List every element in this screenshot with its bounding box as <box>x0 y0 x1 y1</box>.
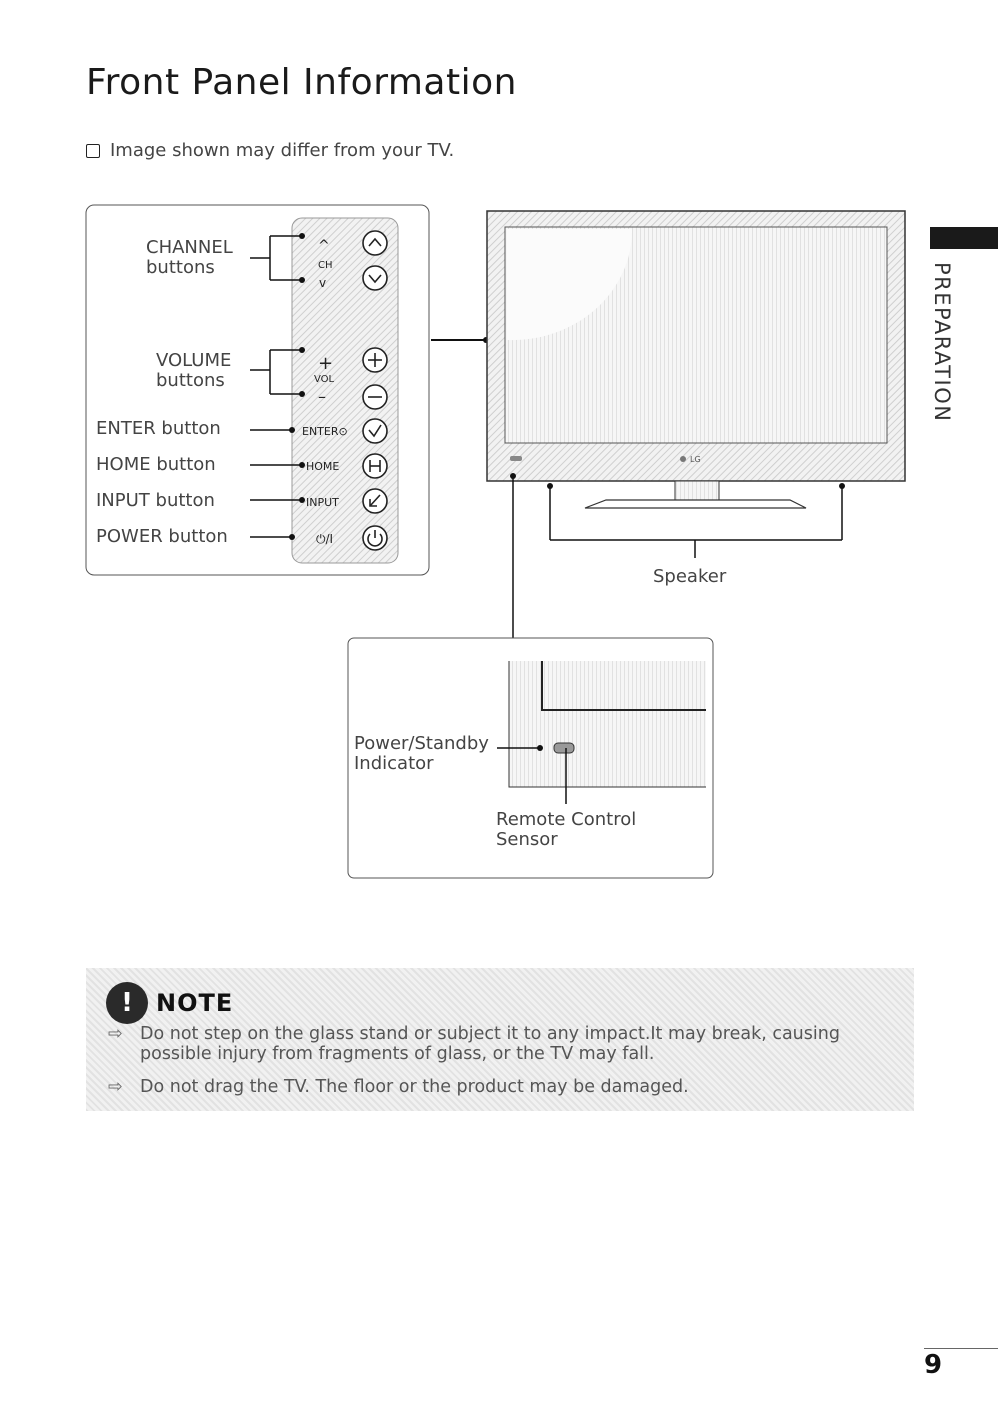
round-button-glyphs <box>367 237 383 547</box>
detail-screen-edge <box>541 661 706 711</box>
enter-text: ENTER⊙ <box>302 425 348 438</box>
speaker-bracket <box>549 486 843 558</box>
power-label: POWER button <box>96 526 228 547</box>
leader-dot <box>299 233 305 239</box>
tv-stand-base <box>584 499 807 509</box>
detail-zoom <box>509 661 706 787</box>
ch-up-glyph: ^ <box>318 238 330 254</box>
logo-mark <box>680 456 686 462</box>
vol-plus-glyph: + <box>318 353 333 374</box>
leader-dot <box>839 483 845 489</box>
note-header: ! NOTE <box>106 982 233 1024</box>
leader-dot <box>537 745 543 751</box>
note-title: NOTE <box>156 989 234 1017</box>
input-text: INPUT <box>306 496 339 509</box>
ch-down-icon <box>362 265 388 291</box>
sensor-label: Remote Control <box>496 809 636 830</box>
indicator-mark <box>510 456 522 461</box>
vol-minus-glyph: – <box>318 387 326 406</box>
channel-bracket <box>250 235 302 281</box>
ch-text: CH <box>318 260 333 271</box>
note-text: Do not drag the TV. The floor or the pro… <box>140 1077 689 1097</box>
ch-up-icon <box>362 230 388 256</box>
leader-dot <box>289 427 295 433</box>
sensor-label-2: Sensor <box>496 829 558 850</box>
note-list: ⇨ Do not step on the glass stand or subj… <box>108 1024 896 1110</box>
tv-brand-logo: LG <box>690 455 701 464</box>
volume-label: VOLUME <box>156 350 231 371</box>
leader-dot <box>299 277 305 283</box>
channel-label: CHANNEL <box>146 237 233 258</box>
ch-down-glyph: v <box>319 276 326 290</box>
vol-text: VOL <box>314 374 335 385</box>
round-buttons <box>362 230 388 551</box>
home-text: HOME <box>306 460 339 473</box>
speaker-label: Speaker <box>653 566 727 587</box>
page-number-rule <box>924 1348 998 1349</box>
button-leaders <box>250 429 302 538</box>
page-number: 9 <box>924 1350 943 1380</box>
side-tab-marker <box>930 227 998 249</box>
power-text: ⏻/I <box>316 532 333 546</box>
page-title: Front Panel Information <box>86 62 517 103</box>
channel-label-2: buttons <box>146 257 215 278</box>
leader-dot <box>289 534 295 540</box>
note-box: ! NOTE ⇨ Do not step on the glass stand … <box>86 968 914 1111</box>
detail-edge <box>508 661 706 788</box>
arrow-icon: ⇨ <box>108 1077 123 1097</box>
sensor-icon <box>553 742 575 754</box>
list-item: ⇨ Do not drag the TV. The floor or the p… <box>108 1077 896 1097</box>
leader-dot <box>299 462 305 468</box>
leader-dot <box>299 347 305 353</box>
screen-reflection <box>507 229 633 341</box>
bullet-box-icon <box>86 143 100 158</box>
disclaimer-text: Image shown may differ from your TV. <box>110 140 455 161</box>
list-item: ⇨ Do not step on the glass stand or subj… <box>108 1024 896 1064</box>
leader-dot <box>299 391 305 397</box>
arrow-icon: ⇨ <box>108 1024 123 1044</box>
leader-dot <box>510 473 516 479</box>
home-label: HOME button <box>96 454 216 475</box>
note-text: Do not step on the glass stand or subjec… <box>140 1024 840 1064</box>
exclamation-icon: ! <box>106 982 148 1024</box>
indicator-label: Power/Standby <box>354 733 489 754</box>
front-panel-figure: CHANNEL buttons VOLUME buttons ENTER but… <box>85 204 906 879</box>
leader-dot <box>299 497 305 503</box>
enter-icon <box>362 418 388 444</box>
indicator-label-2: Indicator <box>354 753 434 774</box>
input-label: INPUT button <box>96 490 215 511</box>
enter-label: ENTER button <box>96 418 221 439</box>
leader-dot <box>547 483 553 489</box>
volume-label-2: buttons <box>156 370 225 391</box>
volume-bracket <box>250 349 302 395</box>
disclaimer: Image shown may differ from your TV. <box>86 140 454 161</box>
